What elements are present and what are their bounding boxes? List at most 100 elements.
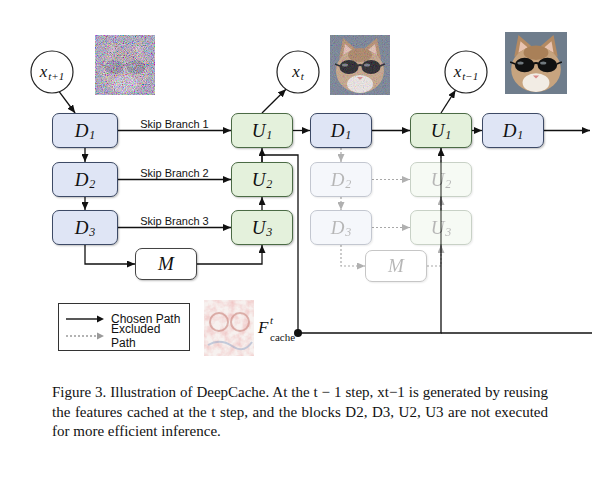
connector-layer (59, 89, 482, 333)
middle-block: M (135, 248, 197, 280)
excluded-path (372, 179, 410, 180)
chosen-path (293, 130, 310, 131)
block-symbol: M (388, 255, 404, 277)
legend-line (66, 335, 98, 336)
block-symbol: D (75, 169, 89, 191)
cache-line (441, 332, 592, 333)
excluded-path (340, 197, 341, 210)
circle-shape (277, 51, 319, 93)
chosen-path (118, 130, 231, 131)
circle-shape (31, 51, 73, 93)
chosen-path (118, 227, 231, 228)
legend-text: Excluded Path (111, 322, 183, 350)
up-block: U2 (231, 162, 293, 197)
chosen-path (84, 197, 85, 210)
feature-symbol: F (258, 318, 268, 338)
excluded-path (340, 148, 341, 162)
down-block: D2 (310, 162, 372, 197)
output-arrow (544, 130, 590, 131)
block-symbol: U (252, 169, 266, 191)
block-index: 2 (345, 177, 351, 192)
block-index: t+1 (48, 70, 64, 82)
state-circle: xt+1 (30, 50, 74, 94)
block-symbol: x (454, 62, 462, 82)
feature-map-image (204, 300, 254, 356)
block-index: 1 (445, 128, 451, 143)
legend-sample (65, 331, 105, 341)
chosen-path (118, 179, 231, 180)
block-index: 2 (266, 177, 272, 192)
block-symbol: D (503, 120, 517, 142)
legend-sample (65, 314, 105, 324)
block-index: 3 (266, 225, 272, 240)
down-block: D1 (52, 113, 118, 148)
noise-texture (95, 35, 155, 95)
feature-subscript: cache (270, 331, 295, 343)
block-symbol: D (75, 120, 89, 142)
down-block: D2 (52, 162, 118, 197)
feature-map-background (204, 300, 254, 356)
down-block: D3 (310, 210, 372, 245)
block-symbol: U (431, 217, 445, 239)
chosen-path (261, 197, 262, 210)
up-block: U2 (410, 162, 472, 197)
block-index: 1 (89, 128, 95, 143)
denoised-image (505, 32, 567, 94)
feature-map-shape (208, 342, 252, 349)
noise-texture (95, 35, 155, 95)
feature-map-shape (210, 313, 228, 331)
noisy-sample-image (95, 35, 155, 95)
circle-shape (445, 51, 487, 93)
block-index: 1 (517, 128, 523, 143)
feature-superscript: t (270, 314, 273, 326)
legend-arrowhead (97, 332, 104, 339)
block-index: 3 (445, 225, 451, 240)
chosen-path (472, 130, 482, 131)
block-symbol: U (252, 120, 266, 142)
block-symbol: U (431, 120, 445, 142)
state-circle: xt−1 (444, 50, 488, 94)
block-index: 1 (266, 128, 272, 143)
state-circle: xt (276, 50, 320, 94)
chosen-path (262, 89, 286, 113)
cache-label: Ftcache (258, 318, 300, 352)
block-index: 2 (445, 177, 451, 192)
block-symbol: M (158, 253, 174, 275)
block-symbol: D (331, 169, 345, 191)
figure-caption: Figure 3. Illustration of DeepCache. At … (52, 383, 548, 442)
feature-map-texture (204, 300, 254, 356)
block-symbol: U (431, 169, 445, 191)
excluded-path (372, 227, 410, 228)
block-symbol: U (252, 217, 266, 239)
excluded-path (341, 245, 365, 266)
block-symbol: D (331, 120, 345, 142)
noise-texture (330, 35, 390, 95)
block-index: t−1 (462, 70, 478, 82)
middle-block: M (365, 250, 427, 282)
block-index: 1 (345, 128, 351, 143)
chosen-path (197, 245, 262, 264)
up-block: U3 (231, 210, 293, 245)
block-index: t (301, 70, 304, 82)
up-block: U3 (410, 210, 472, 245)
down-block: D1 (310, 113, 372, 148)
down-block: D1 (482, 113, 544, 148)
feature-map-shape (231, 313, 249, 331)
legend-arrowhead (97, 315, 104, 322)
chosen-path (441, 90, 456, 113)
up-block: U1 (410, 113, 472, 148)
cat-image (95, 35, 155, 95)
cat-image (505, 32, 567, 94)
branch-label: Skip Branch 2 (140, 167, 208, 179)
block-symbol: D (75, 217, 89, 239)
partly-denoised-image (330, 35, 390, 95)
chosen-path (85, 245, 135, 264)
block-symbol: x (292, 62, 300, 82)
cat-image (330, 35, 390, 95)
legend-row: Excluded Path (65, 327, 183, 344)
chosen-path (372, 130, 410, 131)
block-symbol: D (331, 217, 345, 239)
legend-box: Chosen PathExcluded Path (58, 303, 190, 351)
block-index: 3 (89, 225, 95, 240)
chosen-path (59, 92, 75, 113)
